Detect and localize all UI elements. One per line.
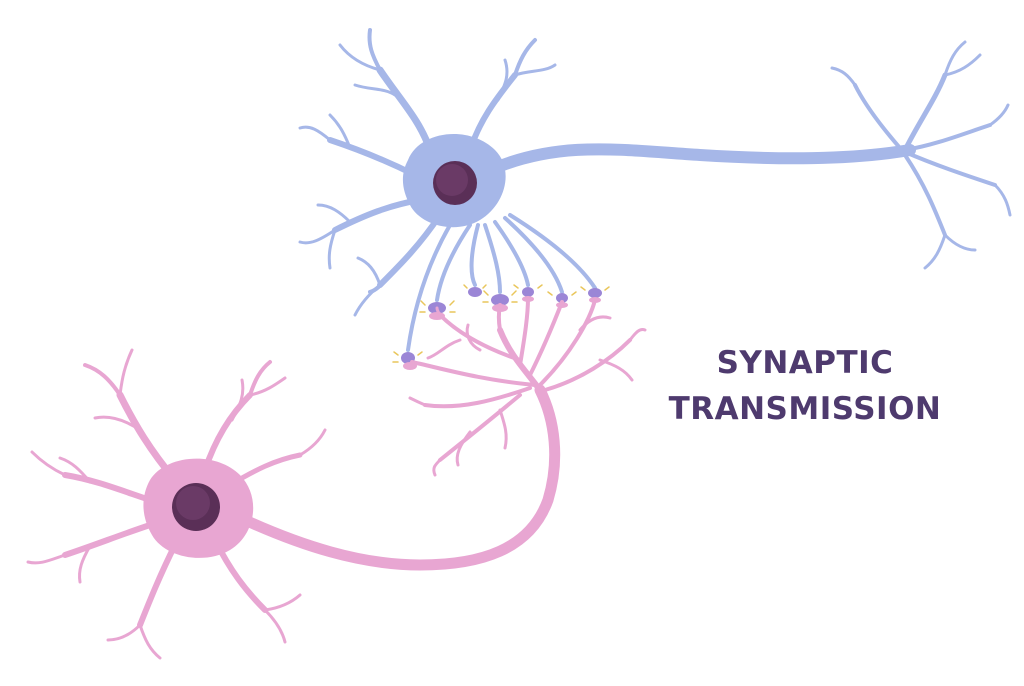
title-line-2: TRANSMISSION [668, 391, 942, 427]
presynaptic-terminal-branches [406, 213, 597, 352]
presynaptic-axon-terminals-right [830, 40, 1012, 270]
postsynaptic-neuron [26, 296, 647, 660]
postsynaptic-receptors [403, 296, 601, 370]
presynaptic-axon [484, 143, 916, 176]
neurotransmitter-sparks [392, 284, 610, 363]
diagram-title: SYNAPTIC TRANSMISSION [640, 340, 970, 432]
postsynaptic-nucleus-highlight [176, 486, 210, 520]
postsynaptic-axon [239, 384, 561, 571]
postsynaptic-receiving-dendrites [408, 296, 647, 477]
title-line-1: SYNAPTIC [716, 345, 894, 381]
presynaptic-neuron [298, 28, 1012, 364]
presynaptic-nucleus-highlight [436, 164, 468, 196]
